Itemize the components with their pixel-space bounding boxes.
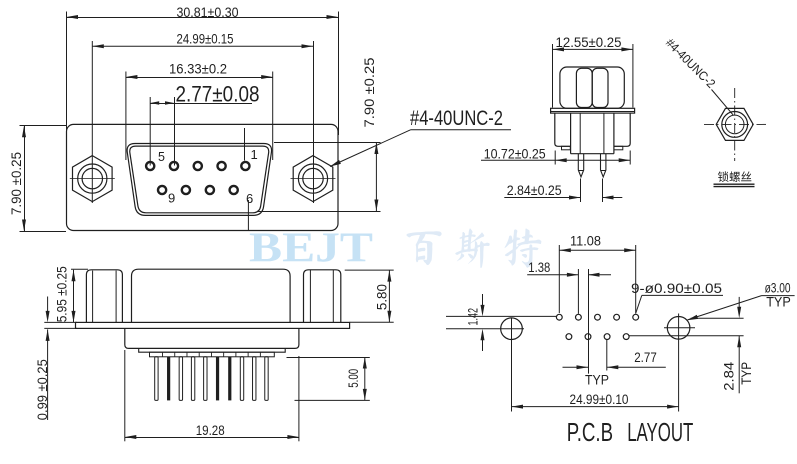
- svg-text:24.99±0.15: 24.99±0.15: [177, 31, 234, 47]
- svg-text:10.72±0.25: 10.72±0.25: [484, 145, 546, 161]
- svg-text:12.55±0.25: 12.55±0.25: [556, 34, 622, 50]
- svg-text:P.C.B: P.C.B: [567, 419, 613, 447]
- svg-text:2.84±0.25: 2.84±0.25: [507, 182, 562, 198]
- svg-text:1.38: 1.38: [528, 259, 550, 275]
- svg-text:5.80: 5.80: [374, 284, 390, 310]
- svg-text:LAYOUT: LAYOUT: [627, 419, 693, 447]
- svg-text:ø3.00: ø3.00: [765, 280, 791, 296]
- svg-text:7.90 ±0.25: 7.90 ±0.25: [8, 152, 24, 215]
- svg-text:11.08: 11.08: [570, 233, 601, 249]
- svg-text:6: 6: [246, 191, 253, 206]
- svg-text:9-ø0.90±0.05: 9-ø0.90±0.05: [631, 280, 722, 296]
- svg-text:5.00: 5.00: [345, 369, 361, 388]
- svg-text:0.99 ±0.25: 0.99 ±0.25: [34, 359, 50, 420]
- svg-text:2.84: 2.84: [721, 362, 737, 391]
- svg-text:30.81±0.30: 30.81±0.30: [177, 4, 239, 20]
- svg-text:7.90 ±0.25: 7.90 ±0.25: [361, 57, 377, 127]
- svg-text:TYP: TYP: [766, 294, 791, 310]
- svg-text:24.99±0.10: 24.99±0.10: [570, 391, 629, 407]
- svg-text:#4-40UNC-2: #4-40UNC-2: [410, 107, 503, 130]
- svg-text:5.95 ±0.25: 5.95 ±0.25: [54, 266, 70, 322]
- svg-text:2.77: 2.77: [634, 349, 657, 365]
- svg-text:5: 5: [158, 150, 165, 164]
- svg-text:1: 1: [251, 147, 258, 162]
- svg-text:16.33±0.2: 16.33±0.2: [169, 61, 227, 77]
- svg-text:2.77±0.08: 2.77±0.08: [176, 82, 260, 107]
- svg-text:19.28: 19.28: [196, 422, 225, 438]
- svg-text:1.42: 1.42: [466, 308, 481, 326]
- svg-text:9: 9: [168, 191, 175, 206]
- svg-text:TYP: TYP: [585, 371, 609, 387]
- svg-text:TYP: TYP: [738, 362, 754, 385]
- svg-text:BEJT: BEJT: [249, 226, 373, 272]
